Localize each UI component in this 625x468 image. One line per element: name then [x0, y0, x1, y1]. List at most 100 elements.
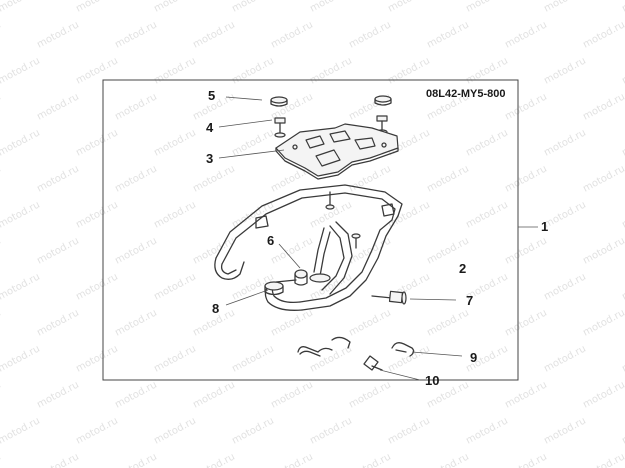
- watermark-text: motod.ru: [620, 55, 625, 86]
- clip-part: [297, 336, 415, 357]
- callout-2: 2: [459, 261, 466, 276]
- callout-9: 9: [470, 350, 477, 365]
- watermark-text: motod.ru: [542, 199, 588, 230]
- watermark-text: motod.ru: [308, 55, 354, 86]
- watermark-text: motod.ru: [113, 19, 159, 50]
- watermark-text: motod.ru: [308, 343, 354, 374]
- watermark-text: motod.ru: [113, 235, 159, 266]
- watermark-text: motod.ru: [269, 451, 315, 468]
- watermark-text: motod.ru: [581, 451, 625, 468]
- watermark-text: motod.ru: [113, 379, 159, 410]
- watermark-text: motod.ru: [0, 0, 42, 15]
- watermark-text: motod.ru: [620, 415, 625, 446]
- flange-bolt-part: [371, 290, 407, 305]
- watermark-text: motod.ru: [0, 379, 3, 410]
- watermark-text: motod.ru: [425, 19, 471, 50]
- watermark-text: motod.ru: [0, 235, 3, 266]
- watermark-text: motod.ru: [386, 343, 432, 374]
- watermark-text: motod.ru: [230, 415, 276, 446]
- diagram-frame: [102, 79, 519, 381]
- watermark-text: motod.ru: [0, 163, 3, 194]
- watermark-text: motod.ru: [152, 415, 198, 446]
- watermark-text: motod.ru: [503, 19, 549, 50]
- watermark-text: motod.ru: [191, 163, 237, 194]
- watermark-text: motod.ru: [581, 379, 625, 410]
- watermark-text: motod.ru: [620, 127, 625, 158]
- watermark-text: motod.ru: [347, 307, 393, 338]
- watermark-text: motod.ru: [152, 343, 198, 374]
- watermark-text: motod.ru: [620, 0, 625, 15]
- watermark-text: motod.ru: [464, 127, 510, 158]
- watermark-text: motod.ru: [386, 415, 432, 446]
- watermark-text: motod.ru: [0, 19, 3, 50]
- watermark-text: motod.ru: [542, 271, 588, 302]
- callout-8: 8: [212, 301, 219, 316]
- watermark-text: motod.ru: [0, 415, 42, 446]
- watermark-text: motod.ru: [308, 0, 354, 15]
- watermark-text: motod.ru: [581, 163, 625, 194]
- watermark-text: motod.ru: [581, 19, 625, 50]
- watermark-text: motod.ru: [620, 343, 625, 374]
- watermark-text: motod.ru: [74, 127, 120, 158]
- watermark-text: motod.ru: [0, 307, 3, 338]
- watermark-text: motod.ru: [464, 0, 510, 15]
- watermark-text: motod.ru: [503, 91, 549, 122]
- callout-4: 4: [206, 120, 214, 135]
- watermark-text: motod.ru: [191, 235, 237, 266]
- callout-1: 1: [541, 219, 548, 234]
- watermark-text: motod.ru: [152, 271, 198, 302]
- watermark-text: motod.ru: [542, 55, 588, 86]
- watermark-text: motod.ru: [230, 343, 276, 374]
- watermark-text: motod.ru: [347, 235, 393, 266]
- callout-7: 7: [466, 293, 473, 308]
- watermark-text: motod.ru: [230, 0, 276, 15]
- watermark-text: motod.ru: [191, 19, 237, 50]
- watermark-text: motod.ru: [191, 451, 237, 468]
- watermark-text: motod.ru: [74, 199, 120, 230]
- watermark-text: motod.ru: [269, 307, 315, 338]
- watermark-text: motod.ru: [347, 19, 393, 50]
- watermark-text: motod.ru: [425, 451, 471, 468]
- watermark-text: motod.ru: [113, 91, 159, 122]
- watermark-text: motod.ru: [347, 379, 393, 410]
- watermark-text: motod.ru: [152, 55, 198, 86]
- watermark-text: motod.ru: [35, 163, 81, 194]
- watermark-text: motod.ru: [581, 235, 625, 266]
- watermark-text: motod.ru: [74, 271, 120, 302]
- watermark-text: motod.ru: [113, 307, 159, 338]
- watermark-text: motod.ru: [425, 307, 471, 338]
- watermark-text: motod.ru: [191, 379, 237, 410]
- watermark-text: motod.ru: [503, 235, 549, 266]
- watermark-text: motod.ru: [542, 127, 588, 158]
- watermark-text: motod.ru: [620, 271, 625, 302]
- callout-6: 6: [267, 233, 274, 248]
- rubber-cushion-part: [264, 281, 284, 296]
- watermark-text: motod.ru: [581, 307, 625, 338]
- watermark-text: motod.ru: [269, 19, 315, 50]
- watermark-text: motod.ru: [0, 199, 42, 230]
- part-code: 08L42-MY5-800: [426, 88, 506, 100]
- watermark-text: motod.ru: [35, 379, 81, 410]
- watermark-text: motod.ru: [74, 415, 120, 446]
- watermark-text: motod.ru: [542, 415, 588, 446]
- watermark-text: motod.ru: [503, 451, 549, 468]
- watermark-text: motod.ru: [152, 199, 198, 230]
- watermark-text: motod.ru: [0, 343, 42, 374]
- watermark-text: motod.ru: [35, 451, 81, 468]
- watermark-text: motod.ru: [35, 91, 81, 122]
- watermark-text: motod.ru: [386, 0, 432, 15]
- watermark-text: motod.ru: [503, 307, 549, 338]
- watermark-text: motod.ru: [0, 127, 42, 158]
- watermark-text: motod.ru: [464, 199, 510, 230]
- watermark-text: motod.ru: [35, 307, 81, 338]
- watermark-text: motod.ru: [0, 271, 42, 302]
- watermark-text: motod.ru: [542, 0, 588, 15]
- watermark-text: motod.ru: [74, 343, 120, 374]
- watermark-text: motod.ru: [35, 235, 81, 266]
- watermark-text: motod.ru: [620, 199, 625, 230]
- watermark-text: motod.ru: [503, 163, 549, 194]
- top-plate-part: [275, 123, 399, 180]
- watermark-text: motod.ru: [230, 55, 276, 86]
